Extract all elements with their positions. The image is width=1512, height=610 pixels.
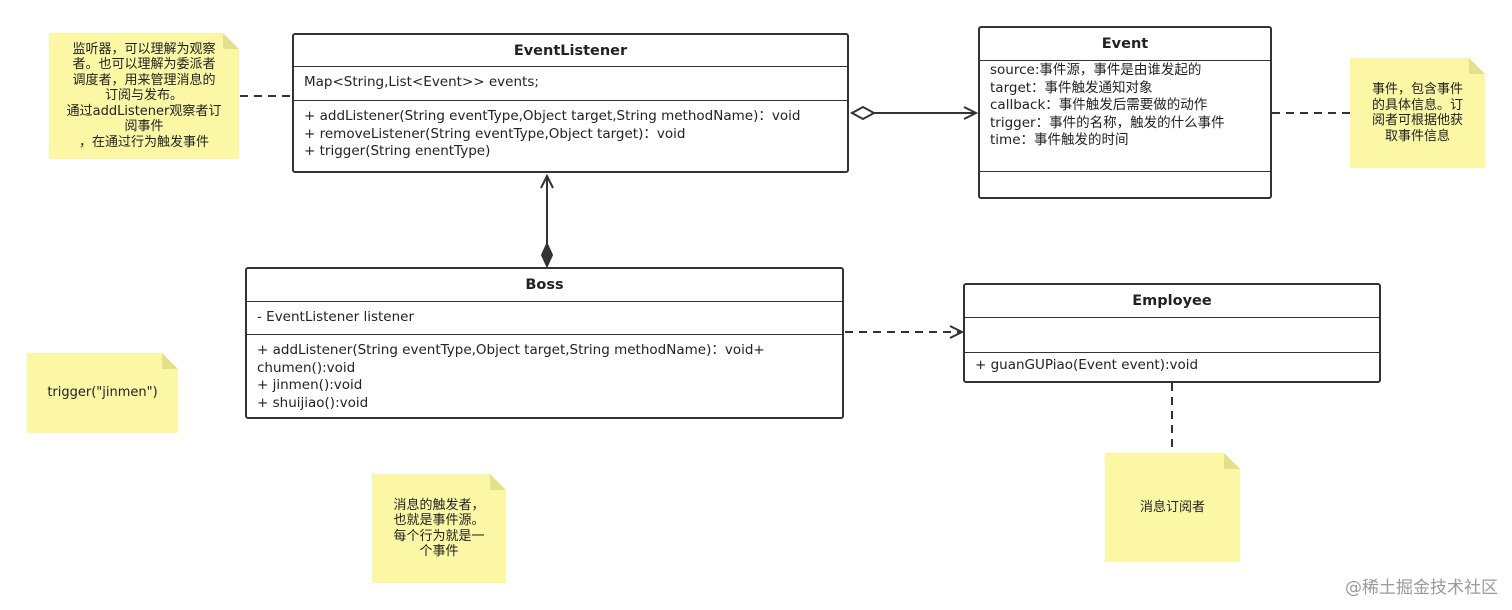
methods-section: + addListener(String eventType,Object ta… (247, 335, 842, 415)
note-line: 消息订阅者 (1139, 499, 1205, 515)
note-fold (162, 353, 178, 369)
methods-section: + guanGUPiao(Event event):void (965, 353, 1379, 378)
attribute: Map<String,List<Event>> events; (304, 74, 539, 90)
note-line: 取事件信息 (1384, 128, 1450, 144)
note-line: ，在通过行为触发事件 (78, 134, 209, 150)
methods-section (980, 172, 1270, 178)
note-line: 监听器，可以理解为观察 (72, 41, 216, 57)
class-name: Boss (247, 269, 842, 302)
note-event-source[interactable]: 消息的触发者， 也就是事件源。 每个行为就是一 个事件 (372, 474, 506, 583)
note-event[interactable]: 事件，包含事件 的具体信息。订 阅者可根据他获 取事件信息 (1350, 58, 1485, 168)
method: + shuijiao():void (257, 394, 369, 411)
method: + guanGUPiao(Event event):void (975, 357, 1199, 373)
note-trigger[interactable]: trigger("jinmen") (27, 353, 178, 433)
method: + addListener(String eventType,Object ta… (257, 342, 765, 358)
note-subscriber[interactable]: 消息订阅者 (1105, 453, 1240, 562)
attribute: trigger：事件的名称，触发的什么事件 (990, 114, 1225, 131)
method: + jinmen():void (257, 377, 363, 393)
aggregation-diamond (849, 105, 877, 121)
note-fold (490, 474, 506, 490)
class-name: EventListener (294, 35, 847, 67)
note-line: 订阅与发布。 (104, 88, 183, 104)
note-line: 通过addListener观察者订 (66, 103, 222, 119)
note-line: 阅者可根据他获 (1371, 113, 1463, 128)
attribute: time：事件触发的时间 (990, 132, 1129, 148)
methods-section: + addListener(String eventType,Object ta… (294, 101, 847, 164)
note-line: 的具体信息。订 (1371, 97, 1463, 113)
note-line: 也就是事件源。 (393, 513, 485, 528)
attribute: - EventListener listener (257, 309, 414, 325)
attribute: source:事件源，事件是由谁发起的 (990, 62, 1202, 78)
composition-diamond (540, 241, 554, 269)
note-line: 个事件 (419, 544, 459, 559)
class-name: Employee (965, 285, 1379, 318)
note-fold (223, 33, 239, 49)
note-line: 消息的触发者， (393, 497, 485, 513)
note-line: 事件，包含事件 (1371, 82, 1463, 97)
note-line: 调度者，用来管理消息的 (72, 72, 216, 88)
note-listener[interactable]: 监听器，可以理解为观察 者。也可以理解为委派者 调度者，用来管理消息的 订阅与发… (49, 33, 239, 159)
class-event-listener[interactable]: EventListener Map<String,List<Event>> ev… (292, 33, 849, 173)
class-boss[interactable]: Boss - EventListener listener + addListe… (245, 267, 844, 419)
note-line: 者。也可以理解为委派者 (72, 57, 216, 73)
attributes-section: - EventListener listener (247, 302, 842, 335)
attributes-section: Map<String,List<Event>> events; (294, 67, 847, 101)
attributes-section: source:事件源，事件是由谁发起的 target：事件触发通知对象 call… (980, 61, 1270, 172)
attribute: target：事件触发通知对象 (990, 79, 1153, 96)
note-fold (1224, 453, 1240, 469)
class-name: Event (980, 28, 1270, 61)
attributes-section (965, 318, 1379, 353)
note-line: 每个行为就是一 (393, 528, 485, 544)
note-fold (1469, 58, 1485, 74)
watermark: @稀土掘金技术社区 (1345, 578, 1498, 598)
class-employee[interactable]: Employee + guanGUPiao(Event event):void (963, 283, 1381, 383)
class-event[interactable]: Event source:事件源，事件是由谁发起的 target：事件触发通知对… (978, 26, 1272, 199)
method: chumen():void (257, 359, 356, 376)
attribute: callback：事件触发后需要做的动作 (990, 97, 1208, 113)
method: + addListener(String eventType,Object ta… (304, 108, 801, 124)
method: + removeListener(String eventType,Object… (304, 125, 686, 142)
note-line: 阅事件 (124, 119, 164, 135)
method: + trigger(String enentType) (304, 143, 491, 159)
note-line: trigger("jinmen") (47, 385, 158, 401)
